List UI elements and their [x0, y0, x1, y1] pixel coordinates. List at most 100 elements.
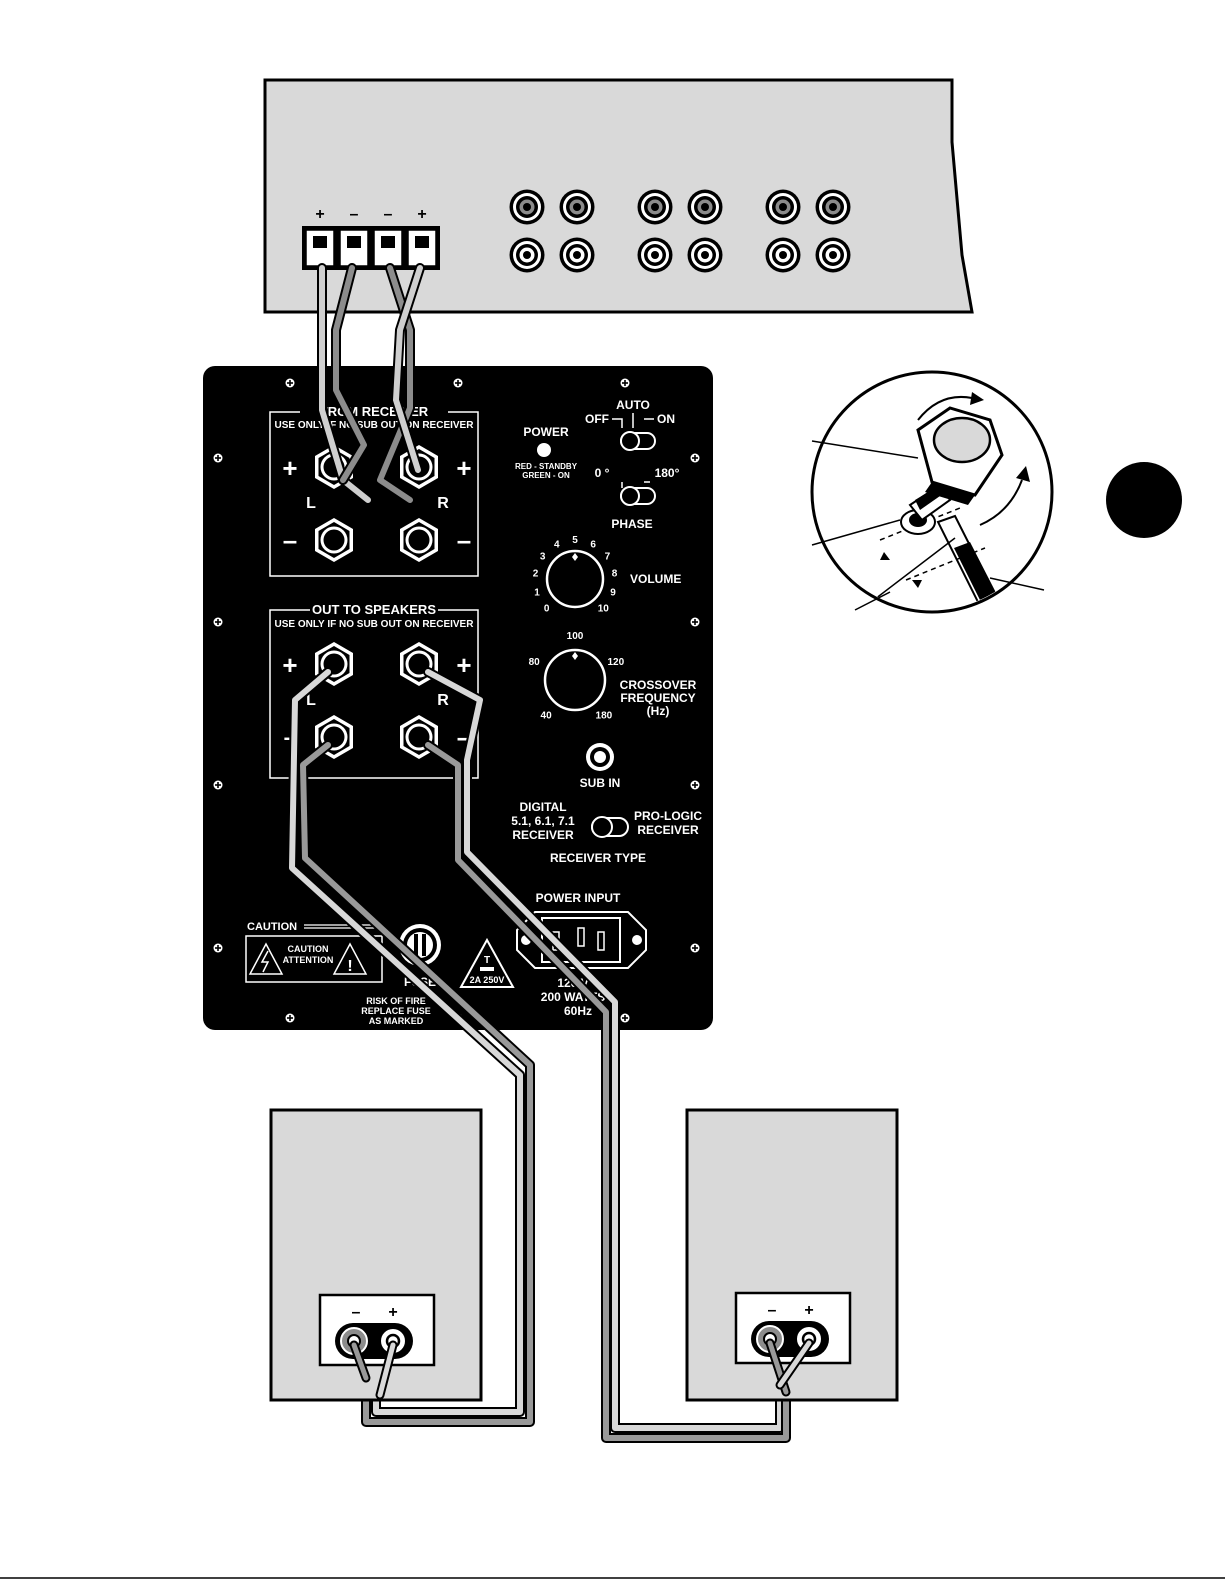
- out-to-speakers-subtitle: USE ONLY IF NO SUB OUT ON RECEIVER: [275, 619, 475, 630]
- dial-tick-label: 6: [590, 539, 596, 550]
- fuse-line2: REPLACE FUSE: [361, 1006, 431, 1016]
- rca-jack: [765, 189, 801, 225]
- rca-jack: [765, 237, 801, 273]
- channel-left-label: L: [306, 495, 316, 512]
- caution-label: CAUTION ! CAUTION ATTENTION: [245, 921, 383, 983]
- channel-left-label: L: [306, 692, 316, 709]
- dial-tick-label: 4: [554, 539, 560, 550]
- receiver-terminal-sign: +: [417, 206, 426, 223]
- receiver-body: [263, 78, 974, 314]
- out-to-speakers-title: OUT TO SPEAKERS: [312, 602, 436, 617]
- dial-tick-label: 8: [612, 569, 618, 580]
- power-label: POWER: [523, 425, 569, 439]
- receiver-type-label: RECEIVER TYPE: [550, 851, 646, 865]
- rca-jack: [559, 237, 595, 273]
- prologic-line2: RECEIVER: [637, 823, 699, 837]
- speaker-right-minus: –: [768, 1302, 777, 1319]
- dial-tick-label: 7: [605, 552, 611, 563]
- phase-switch[interactable]: 0 ° 180° PHASE: [595, 466, 680, 531]
- dial-tick-label: 3: [540, 552, 546, 563]
- mode-off-label: OFF: [585, 412, 609, 426]
- receiver-type-switch[interactable]: DIGITAL 5.1, 6.1, 7.1 RECEIVER PRO-LOGIC…: [511, 800, 702, 865]
- power-note-line2: GREEN - ON: [522, 471, 570, 480]
- receiver-speaker-terminals: + – – +: [302, 206, 440, 270]
- power-led: [537, 443, 551, 457]
- dial-tick-label: 80: [529, 657, 541, 668]
- rca-jack: [815, 189, 851, 225]
- power-note-line1: RED - STANDBY: [515, 462, 578, 471]
- dial-tick-label: 100: [567, 631, 584, 642]
- fuse-rating-letter: T: [484, 955, 490, 966]
- digital-line1: DIGITAL: [519, 800, 566, 814]
- power-input-label: POWER INPUT: [536, 891, 621, 905]
- volume-dial[interactable]: [545, 549, 605, 609]
- channel-right-label: R: [437, 692, 449, 709]
- speaker-right: – +: [685, 1108, 899, 1402]
- out-to-speakers-section: OUT TO SPEAKERS USE ONLY IF NO SUB OUT O…: [269, 602, 479, 779]
- plus-sign: +: [282, 453, 297, 483]
- dial-tick-label: 40: [541, 711, 553, 722]
- rca-jack: [815, 237, 851, 273]
- prologic-line1: PRO-LOGIC: [634, 809, 702, 823]
- svg-text:!: !: [347, 958, 352, 975]
- fuse-line1: RISK OF FIRE: [366, 996, 426, 1006]
- crossover-dial[interactable]: [543, 648, 607, 712]
- crossover-unit: (Hz): [647, 704, 670, 718]
- phase-0-label: 0 °: [595, 466, 610, 480]
- rca-jack: [637, 237, 673, 273]
- minus-sign: –: [457, 525, 471, 555]
- receiver-terminal-sign: +: [315, 206, 324, 223]
- plus-sign: +: [456, 650, 471, 680]
- power-indicator: POWER RED - STANDBY GREEN - ON: [515, 425, 578, 480]
- dial-tick-label: 5: [572, 535, 578, 546]
- receiver-terminal-sign: –: [384, 206, 393, 223]
- speaker-left-minus: –: [352, 1304, 361, 1321]
- rca-jack: [509, 189, 545, 225]
- dial-tick-label: 180: [596, 711, 613, 722]
- rca-jack: [509, 237, 545, 273]
- step-marker: [1106, 462, 1182, 538]
- digital-line2: 5.1, 6.1, 7.1: [511, 814, 575, 828]
- caution-box-line2: ATTENTION: [283, 955, 334, 965]
- speaker-right-plus: +: [804, 1302, 813, 1319]
- caution-box-line1: CAUTION: [288, 944, 329, 954]
- wire-receiver-to-input: [317, 263, 425, 505]
- plus-sign: +: [282, 650, 297, 680]
- crossover-line2: FREQUENCY: [620, 691, 695, 705]
- fuse-rating: T 2A 250V: [459, 937, 515, 988]
- rca-jack: [637, 189, 673, 225]
- phase-label: PHASE: [611, 517, 652, 531]
- plus-sign: +: [456, 453, 471, 483]
- sub-in-jack[interactable]: SUB IN: [580, 743, 621, 790]
- fuse-line3: AS MARKED: [369, 1016, 424, 1026]
- receiver: + – – +: [263, 78, 974, 314]
- rca-jack: [687, 189, 723, 225]
- volume-label: VOLUME: [630, 572, 681, 586]
- power-input-line3: 60Hz: [564, 1004, 592, 1018]
- wire-terminal-ends: [349, 1338, 814, 1400]
- caution-header: CAUTION: [247, 921, 297, 933]
- minus-sign: –: [283, 525, 297, 555]
- minus-sign: -: [284, 727, 291, 749]
- dial-tick-label: 9: [610, 587, 616, 598]
- crossover-line1: CROSSOVER: [620, 678, 697, 692]
- receiver-terminal-sign: –: [350, 206, 359, 223]
- mode-switch[interactable]: AUTO OFF ON: [585, 398, 675, 451]
- dial-tick-label: 1: [534, 587, 540, 598]
- dial-tick-label: 0: [544, 603, 550, 614]
- speaker-left-plus: +: [388, 1304, 397, 1321]
- binding-post-detail: [810, 370, 1054, 614]
- channel-right-label: R: [437, 495, 449, 512]
- dial-tick-label: 10: [598, 603, 610, 614]
- mode-on-label: ON: [657, 412, 675, 426]
- rca-jack: [687, 237, 723, 273]
- digital-line3: RECEIVER: [512, 828, 574, 842]
- phase-180-label: 180°: [655, 466, 680, 480]
- fuse-rating-value: 2A 250V: [470, 975, 505, 985]
- sub-in-label: SUB IN: [580, 776, 621, 790]
